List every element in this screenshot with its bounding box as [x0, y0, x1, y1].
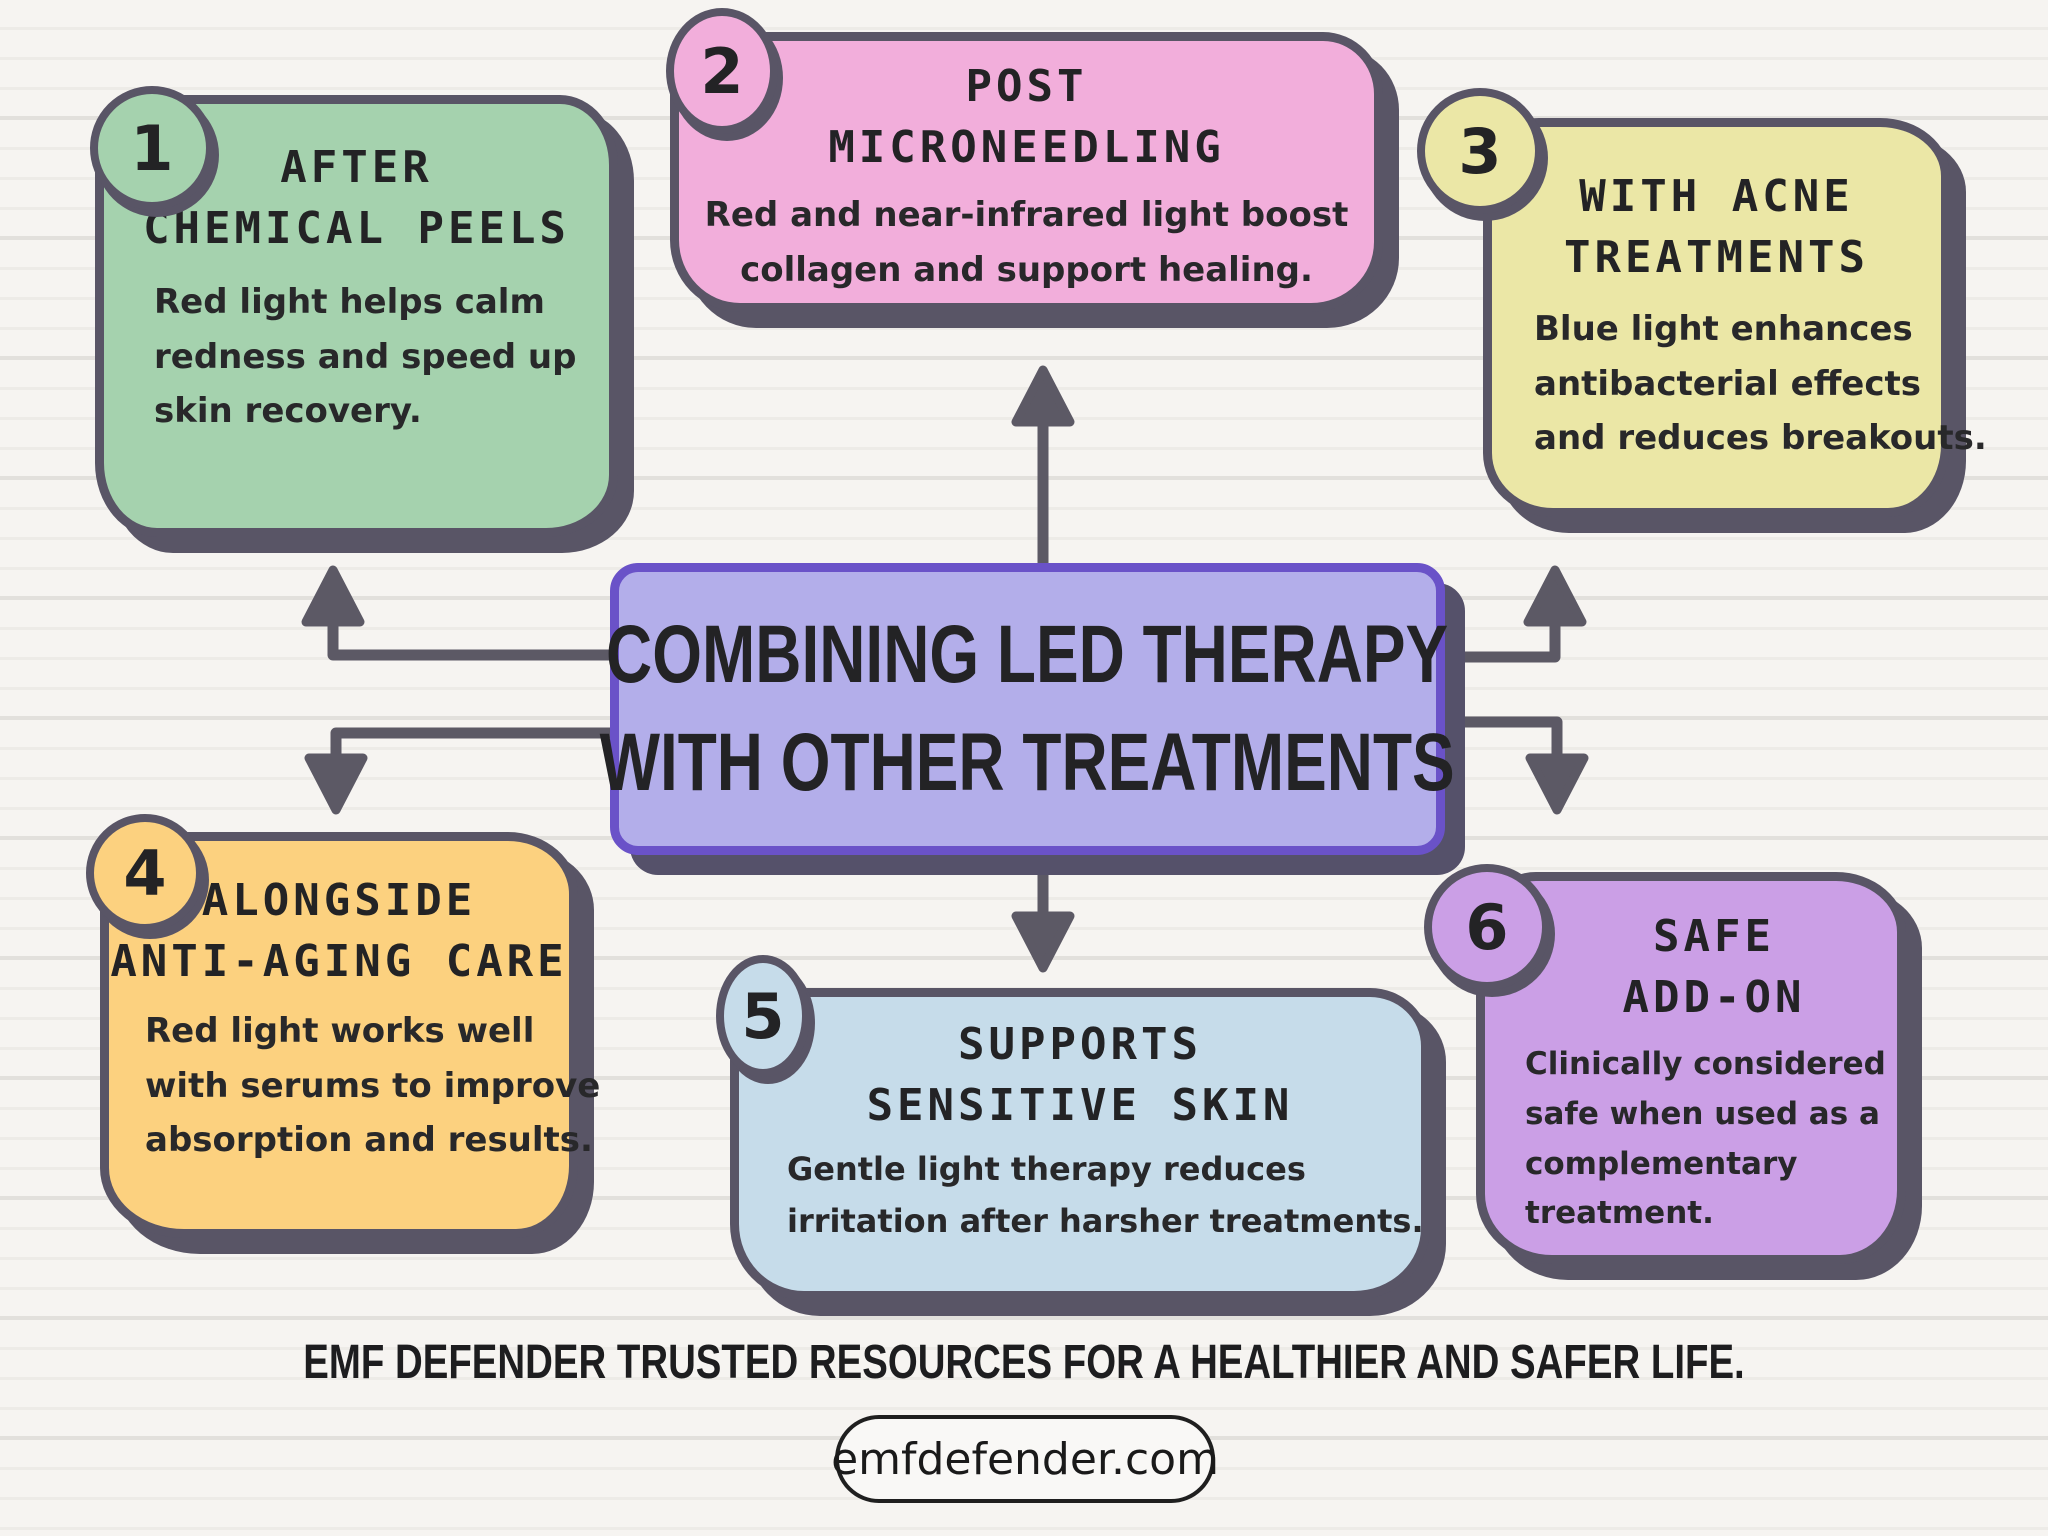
arrow-line-to-box1: [327, 618, 700, 661]
body-line: and reduces breakouts.: [1534, 418, 1987, 459]
footer-tagline: EMF DEFENDER TRUSTED RESOURCES FOR A HEA…: [303, 1335, 1745, 1389]
step-badge-2: 2: [666, 8, 778, 134]
center-title-box: COMBINING LED THERAPY WITH OTHER TREATME…: [600, 563, 1455, 855]
body-line: Red and near-infrared light boost: [704, 195, 1349, 236]
center-title-line: WITH OTHER TREATMENTS: [599, 717, 1456, 808]
arrowhead-down-icon: [304, 753, 368, 815]
topic-body: Red light helps calm redness and speed u…: [104, 275, 609, 438]
body-line: with serums to improve: [145, 1065, 601, 1106]
step-badge-5: 5: [716, 955, 810, 1077]
title-line: ADD-ON: [1622, 971, 1806, 1023]
connector-heads: [301, 365, 1589, 973]
step-badge-3: 3: [1417, 88, 1543, 214]
topic-body: Clinically considered safe when used as …: [1485, 1040, 1897, 1238]
step-number: 3: [1458, 114, 1502, 188]
arrowhead-down-icon: [1525, 753, 1589, 815]
topic-title: POST MICRONEEDLING: [679, 57, 1374, 178]
topic-title: SAFE ADD-ON: [1485, 907, 1897, 1028]
body-line: Blue light enhances: [1534, 309, 1913, 350]
topic-box-supports-sensitive-skin: SUPPORTS SENSITIVE SKIN Gentle light the…: [730, 988, 1430, 1300]
topic-box-post-microneedling: POST MICRONEEDLING Red and near-infrared…: [670, 32, 1383, 312]
step-number: 2: [700, 34, 744, 108]
body-line: redness and speed up: [154, 336, 577, 377]
title-line: SUPPORTS: [958, 1019, 1202, 1070]
center-title: COMBINING LED THERAPY WITH OTHER TREATME…: [600, 601, 1455, 817]
topic-body: Gentle light therapy reduces irritation …: [739, 1144, 1424, 1246]
topic-title: WITH ACNE TREATMENTS: [1492, 167, 1941, 288]
step-number: 6: [1465, 890, 1509, 964]
arrowhead-up-icon: [301, 565, 365, 627]
title-line: CHEMICAL PEELS: [143, 202, 570, 254]
title-line: WITH ACNE: [1579, 171, 1854, 222]
body-line: irritation after harsher treatments.: [787, 1201, 1424, 1240]
title-line: MICRONEEDLING: [828, 121, 1225, 173]
topic-title: AFTER CHEMICAL PEELS: [104, 138, 609, 259]
body-line: complementary: [1525, 1145, 1798, 1182]
body-line: skin recovery.: [154, 391, 422, 432]
topic-body: Blue light enhances antibacterial effect…: [1492, 302, 1987, 465]
step-number: 5: [741, 979, 785, 1053]
body-line: Clinically considered: [1525, 1046, 1886, 1083]
center-title-line: COMBINING LED THERAPY: [606, 608, 1449, 700]
title-line: AFTER: [280, 142, 433, 193]
body-line: Red light works well: [145, 1011, 535, 1052]
title-line: SENSITIVE SKIN: [866, 1079, 1294, 1131]
arrowhead-down-icon: [1011, 911, 1075, 973]
title-line: ANTI-AGING CARE: [110, 935, 568, 987]
title-line: SAFE: [1653, 911, 1775, 962]
body-line: absorption and results.: [145, 1120, 593, 1161]
body-line: safe when used as a: [1525, 1096, 1880, 1133]
step-badge-1: 1: [90, 86, 214, 210]
title-line: ALONGSIDE: [201, 875, 477, 926]
title-line: POST: [965, 61, 1088, 112]
step-badge-6: 6: [1424, 864, 1550, 990]
step-badge-4: 4: [86, 814, 204, 932]
body-line: antibacterial effects: [1534, 363, 1921, 404]
arrow-line-to-box4: [330, 727, 700, 762]
topic-title: ALONGSIDE ANTI-AGING CARE: [109, 871, 569, 992]
website-pill: emfdefender.com: [831, 1415, 1219, 1503]
topic-body: Red and near-infrared light boost collag…: [679, 188, 1374, 297]
body-line: treatment.: [1525, 1195, 1714, 1232]
arrowhead-up-icon: [1523, 565, 1587, 627]
step-number: 1: [130, 111, 174, 185]
body-line: Red light helps calm: [154, 282, 545, 323]
topic-body: Red light works well with serums to impr…: [109, 1004, 601, 1167]
website-url: emfdefender.com: [831, 1433, 1219, 1485]
title-line: TREATMENTS: [1564, 231, 1869, 283]
topic-title: SUPPORTS SENSITIVE SKIN: [739, 1015, 1421, 1136]
topic-box-with-acne-treatments: WITH ACNE TREATMENTS Blue light enhances…: [1483, 118, 1987, 517]
step-number: 4: [123, 836, 167, 910]
body-line: collagen and support healing.: [740, 249, 1313, 290]
arrowhead-up-icon: [1011, 365, 1075, 427]
body-line: Gentle light therapy reduces: [787, 1150, 1306, 1189]
